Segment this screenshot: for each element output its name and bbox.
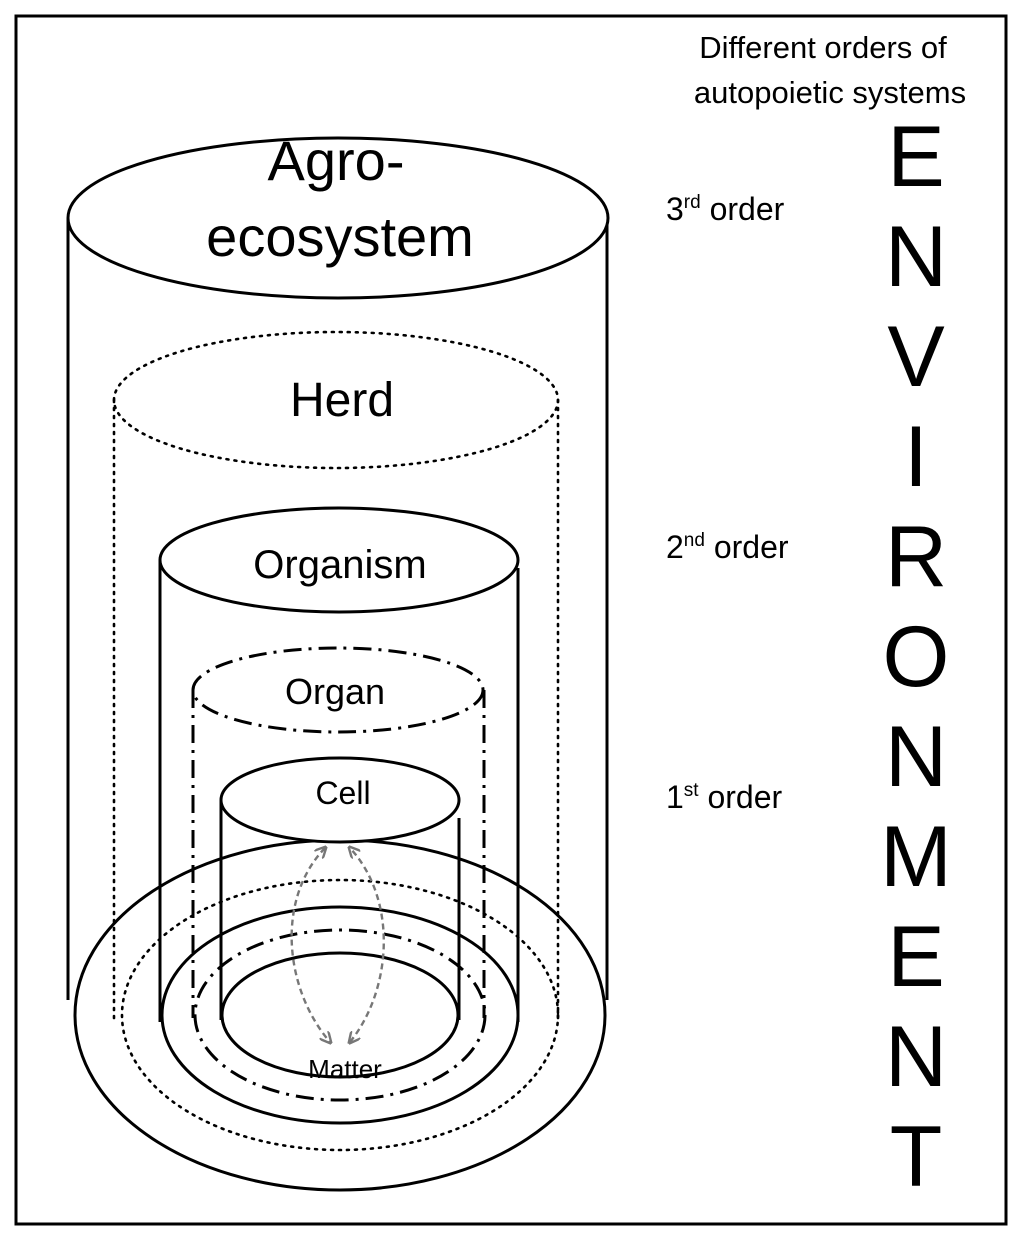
env-letter: N — [885, 209, 947, 305]
env-letter: T — [890, 1109, 943, 1205]
env-letter: R — [885, 509, 947, 605]
matter-exchange-arrows — [290, 848, 385, 1042]
label-cell: Cell — [315, 775, 370, 811]
header-line1: Different orders of — [699, 30, 947, 65]
order-label-1st: 1st order — [666, 779, 783, 815]
base-rings — [73, 838, 607, 1192]
cylinder-organism — [158, 506, 520, 1022]
env-letter: N — [885, 1009, 947, 1105]
cylinder-agroecosystem — [66, 136, 610, 1000]
env-letter: E — [887, 909, 944, 1005]
base-ring-herd — [120, 878, 560, 1152]
env-letter: N — [885, 709, 947, 805]
label-herd: Herd — [290, 374, 394, 427]
order-label-3rd: 3rd order — [666, 191, 785, 227]
cylinder-organ — [191, 646, 486, 1018]
label-agro-line1: Agro- — [268, 129, 405, 192]
env-letter: V — [887, 309, 944, 405]
label-agro-line2: ecosystem — [206, 205, 474, 268]
label-matter: Matter — [308, 1054, 382, 1084]
arrow-matter-to-cell — [350, 848, 385, 1042]
cylinder-cell — [219, 756, 461, 1020]
arrow-cell-to-matter — [290, 848, 330, 1042]
label-organ: Organ — [285, 671, 385, 712]
base-ring-organism — [160, 905, 520, 1125]
cylinder-herd — [112, 330, 560, 1024]
order-label-2nd: 2nd order — [666, 529, 789, 565]
env-letter: E — [887, 109, 944, 205]
header-line2: autopoietic systems — [694, 75, 966, 110]
diagram-frame — [14, 14, 1008, 1226]
env-letter: M — [880, 809, 952, 905]
environment-word: E N V I R O N M E N T — [880, 109, 952, 1205]
env-letter: O — [883, 609, 950, 705]
env-letter: I — [904, 409, 928, 505]
base-ring-agroecosystem — [73, 838, 607, 1192]
label-organism: Organism — [253, 543, 426, 587]
